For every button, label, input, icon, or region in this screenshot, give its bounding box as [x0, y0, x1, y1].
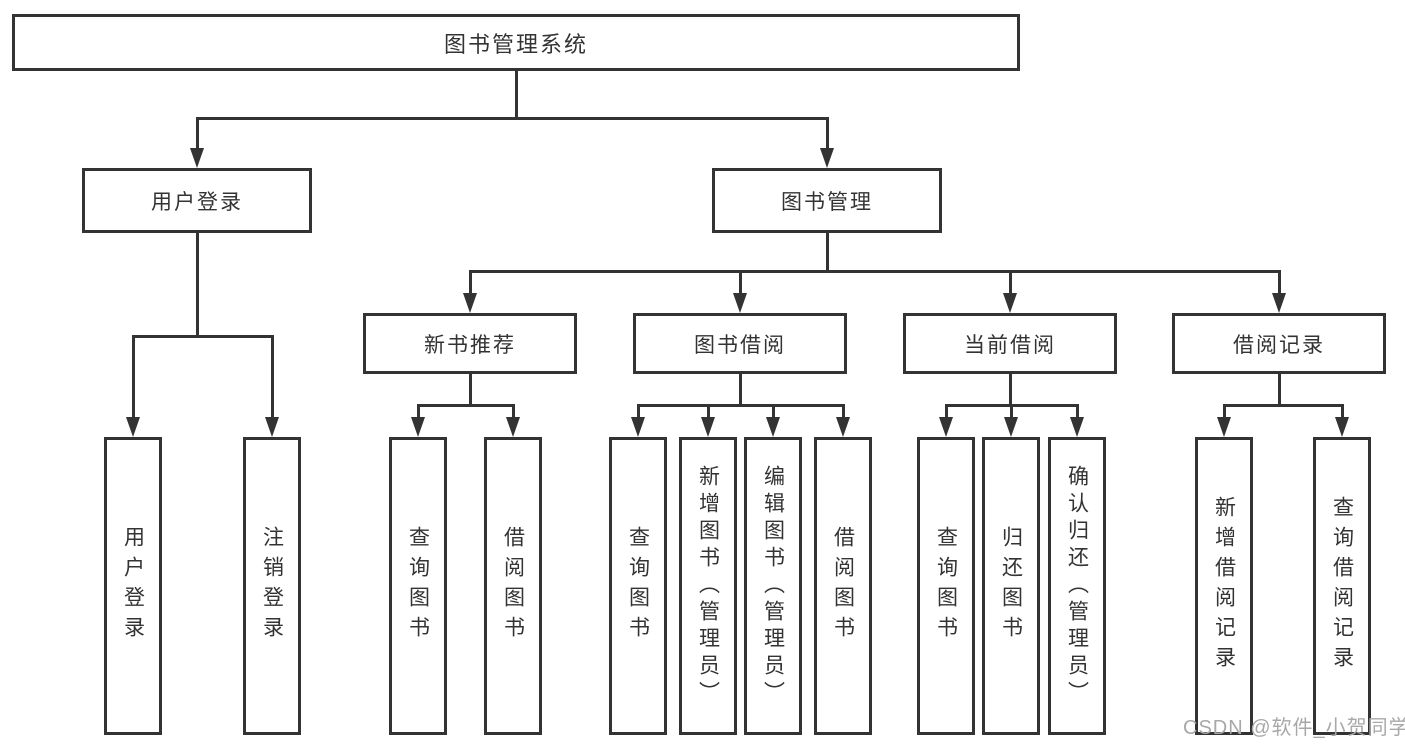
- connector-line: [1076, 404, 1079, 420]
- node-label: 新书推荐: [424, 333, 516, 357]
- arrowhead-icon: [190, 148, 204, 168]
- connector-line: [1223, 404, 1344, 407]
- connector-line: [469, 270, 1281, 273]
- node-label: 当前借阅: [964, 333, 1056, 357]
- node-current-borrowing: 当前借阅: [903, 313, 1117, 374]
- node-label: 借阅记录: [1233, 333, 1325, 357]
- connector-line: [707, 404, 710, 420]
- connector-line: [417, 404, 420, 420]
- node-user-login: 用户登录: [82, 168, 312, 233]
- node-label: 查询借阅记录: [1330, 496, 1354, 676]
- arrowhead-icon: [1272, 293, 1286, 313]
- arrowhead-icon: [1004, 417, 1018, 437]
- arrowhead-icon: [126, 417, 140, 437]
- node-label: 查询图书: [406, 526, 430, 646]
- arrowhead-icon: [939, 417, 953, 437]
- connector-line: [196, 233, 199, 337]
- node-label: 查询图书: [626, 526, 650, 646]
- arrowhead-icon: [1070, 417, 1084, 437]
- connector-line: [637, 404, 845, 407]
- arrowhead-icon: [265, 417, 279, 437]
- arrowhead-icon: [733, 293, 747, 313]
- leaf-borrow-books-borrowing: 借阅图书: [814, 437, 872, 735]
- leaf-confirm-return-admin: 确认归还（管理员）: [1048, 437, 1106, 735]
- node-book-management: 图书管理: [712, 168, 942, 233]
- arrowhead-icon: [506, 417, 520, 437]
- leaf-return-books: 归还图书: [982, 437, 1040, 735]
- connector-line: [1010, 404, 1013, 420]
- node-label: 编辑图书（管理员）: [761, 464, 785, 708]
- node-label: 新增借阅记录: [1212, 496, 1236, 676]
- connector-line: [1278, 270, 1281, 296]
- leaf-borrow-books-recommend: 借阅图书: [484, 437, 542, 735]
- leaf-query-books-recommend: 查询图书: [389, 437, 447, 735]
- node-label: 查询图书: [934, 526, 958, 646]
- connector-line: [739, 270, 742, 296]
- arrowhead-icon: [631, 417, 645, 437]
- arrowhead-icon: [820, 148, 834, 168]
- connector-line: [1223, 404, 1226, 420]
- arrowhead-icon: [1335, 417, 1349, 437]
- node-label: 用户登录: [151, 190, 243, 214]
- connector-line: [945, 404, 948, 420]
- connector-line: [1341, 404, 1344, 420]
- node-new-book-recommend: 新书推荐: [363, 313, 577, 374]
- arrowhead-icon: [1003, 293, 1017, 313]
- leaf-add-borrow-record: 新增借阅记录: [1195, 437, 1253, 735]
- node-label: 借阅图书: [831, 526, 855, 646]
- connector-line: [196, 117, 199, 150]
- arrowhead-icon: [766, 417, 780, 437]
- connector-line: [637, 404, 640, 420]
- arrowhead-icon: [463, 293, 477, 313]
- leaf-query-books-current: 查询图书: [917, 437, 975, 735]
- arrowhead-icon: [1217, 417, 1231, 437]
- leaf-query-books-borrowing: 查询图书: [609, 437, 667, 735]
- connector-line: [417, 404, 515, 407]
- connector-line: [1009, 270, 1012, 296]
- connector-line: [469, 374, 472, 406]
- connector-line: [826, 233, 829, 272]
- connector-line: [132, 335, 135, 420]
- arrowhead-icon: [411, 417, 425, 437]
- node-label: 图书管理系统: [443, 31, 588, 57]
- leaf-query-borrow-record: 查询借阅记录: [1313, 437, 1371, 735]
- connector-line: [1278, 374, 1281, 406]
- connector-line: [772, 404, 775, 420]
- node-label: 确认归还（管理员）: [1065, 464, 1089, 708]
- connector-line: [1009, 374, 1012, 406]
- node-label: 注销登录: [260, 526, 284, 646]
- leaf-add-book-admin: 新增图书（管理员）: [679, 437, 737, 735]
- node-label: 图书借阅: [694, 333, 786, 357]
- node-label: 图书管理: [781, 190, 873, 214]
- connector-line: [515, 71, 518, 118]
- leaf-user-login: 用户登录: [104, 437, 162, 735]
- csdn-watermark: CSDN @软件_小贺同学: [1183, 717, 1405, 739]
- node-library-system: 图书管理系统: [12, 14, 1020, 71]
- connector-line: [196, 117, 829, 120]
- arrowhead-icon: [701, 417, 715, 437]
- node-label: 新增图书（管理员）: [696, 464, 720, 708]
- leaf-edit-book-admin: 编辑图书（管理员）: [744, 437, 802, 735]
- arrowhead-icon: [836, 417, 850, 437]
- connector-line: [469, 270, 472, 296]
- connector-line: [842, 404, 845, 420]
- node-label: 借阅图书: [501, 526, 525, 646]
- node-book-borrowing: 图书借阅: [633, 313, 847, 374]
- node-borrow-records: 借阅记录: [1172, 313, 1386, 374]
- node-label: 归还图书: [999, 526, 1023, 646]
- node-label: 用户登录: [121, 526, 145, 646]
- connector-line: [132, 335, 274, 338]
- connector-line: [271, 335, 274, 420]
- connector-line: [739, 374, 742, 406]
- connector-line: [826, 117, 829, 150]
- leaf-logout: 注销登录: [243, 437, 301, 735]
- connector-line: [512, 404, 515, 420]
